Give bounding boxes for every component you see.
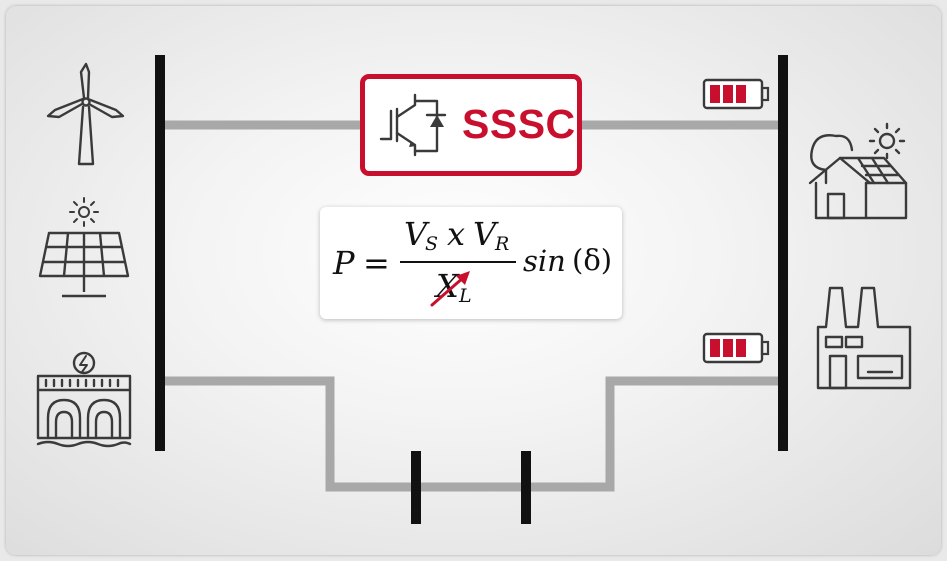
formula-sine: sin (523, 244, 566, 278)
factory-icon (816, 286, 912, 390)
wind-turbine-icon (46, 62, 125, 166)
formula-multiply: x (447, 215, 466, 253)
sun-icon (69, 197, 99, 227)
battery-icon (702, 332, 770, 364)
igbt-icon (379, 93, 447, 157)
formula-subscript-r: R (495, 233, 510, 255)
increase-arrow-icon (430, 271, 470, 307)
formula-subscript-l: L (459, 285, 472, 307)
formula-equals: = (363, 244, 390, 282)
battery-icon (702, 78, 770, 110)
formula-voltage-sending: V (404, 215, 428, 253)
formula-lhs: P (333, 244, 355, 282)
hydro-power-plant-icon (36, 351, 132, 448)
fraction-line (400, 261, 516, 263)
sssc-device: SSSC (360, 74, 582, 176)
formula-angle: (δ) (572, 243, 613, 277)
lower-line (161, 376, 782, 492)
power-formula: P = V S x V R X L sin (δ) (320, 207, 622, 319)
formula-subscript-s: S (425, 233, 439, 255)
house-with-solar-icon (808, 122, 908, 220)
sssc-label: SSSC (462, 101, 576, 147)
solar-panel-icon (38, 231, 130, 298)
formula-voltage-receiving: V (473, 215, 497, 253)
